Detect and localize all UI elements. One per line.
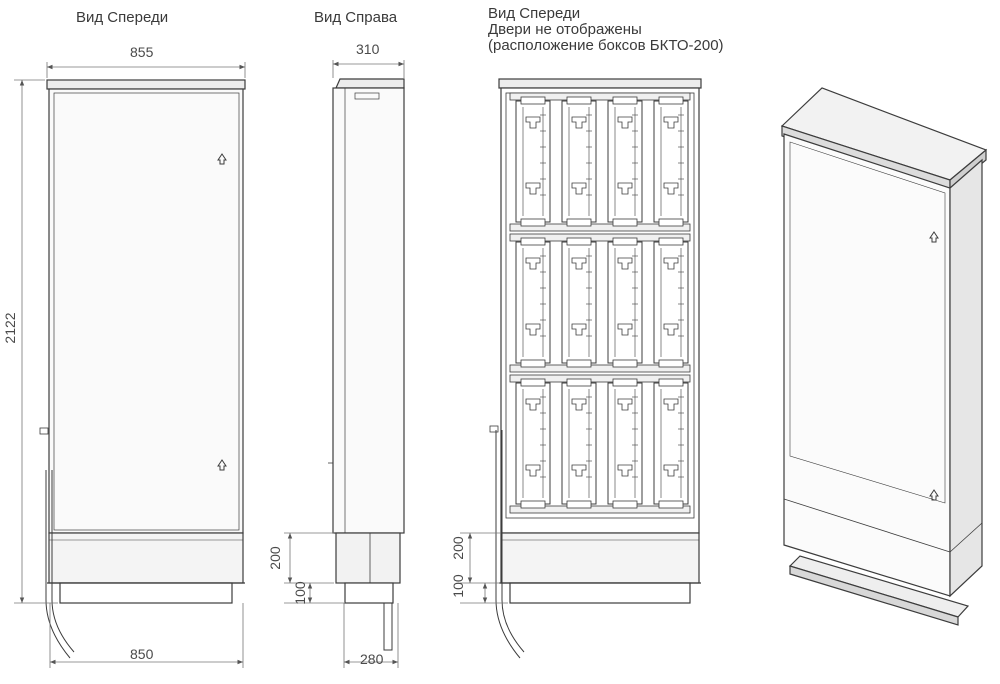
- contact-module-lower: [663, 182, 679, 195]
- box-clip-bottom: [566, 218, 592, 227]
- contact-module-lower: [525, 182, 541, 195]
- mounting-rail: [509, 223, 691, 232]
- contact-module-upper: [663, 116, 679, 129]
- front-base: [59, 582, 233, 604]
- box-clip-bottom: [520, 500, 546, 509]
- side-base: [344, 582, 394, 604]
- box-clip-bottom: [612, 359, 638, 368]
- front-dimensions: [14, 62, 246, 668]
- lock-icon: [217, 153, 227, 165]
- side-body: [332, 87, 405, 534]
- side-plinth: [335, 532, 401, 584]
- front-view: [39, 79, 246, 659]
- box-clip-top: [658, 96, 684, 105]
- mounting-rail: [509, 364, 691, 373]
- contact-module-upper: [617, 257, 633, 270]
- side-roof: [335, 78, 405, 89]
- contact-module-lower: [525, 323, 541, 336]
- side-depth-top-label: 310: [356, 41, 380, 57]
- contact-module-lower: [571, 464, 587, 477]
- contact-module-lower: [571, 182, 587, 195]
- contact-module-lower: [617, 182, 633, 195]
- box-clip-top: [612, 96, 638, 105]
- box-clip-bottom: [612, 218, 638, 227]
- contact-module-upper: [571, 116, 587, 129]
- contact-module-upper: [617, 116, 633, 129]
- side-plinth-100-label: 100: [292, 581, 308, 605]
- contact-module-lower: [617, 323, 633, 336]
- front-plinth: [48, 532, 244, 584]
- box-clip-bottom: [520, 218, 546, 227]
- front-door: [48, 88, 244, 534]
- mounting-rail: [509, 374, 691, 383]
- contact-module-upper: [663, 398, 679, 411]
- iso-front-face: [783, 133, 951, 597]
- front-roof: [46, 79, 246, 90]
- cable: [495, 430, 521, 659]
- inside-view-title-line2: Двери не отображены: [488, 21, 642, 38]
- lock-icon-upper: [929, 231, 939, 243]
- mounting-rail: [509, 233, 691, 242]
- contact-module-lower: [571, 323, 587, 336]
- cable: [45, 470, 71, 659]
- box-clip-bottom: [658, 218, 684, 227]
- isometric-view: [780, 87, 988, 626]
- inside-view: [489, 78, 702, 659]
- lock-icon: [217, 459, 227, 471]
- box-clip-bottom: [566, 500, 592, 509]
- front-height-label: 2122: [2, 312, 18, 344]
- front-width-top-label: 855: [130, 44, 154, 60]
- inside-plinth-200-label: 200: [450, 536, 466, 560]
- side-view-title: Вид Справа: [314, 9, 398, 26]
- contact-module-upper: [525, 398, 541, 411]
- inside-view-title-line3: (расположение боксов БКТО-200): [488, 37, 724, 54]
- box-clip-top: [658, 237, 684, 246]
- box-clip-top: [566, 237, 592, 246]
- box-clip-top: [612, 378, 638, 387]
- mounting-rail: [509, 505, 691, 514]
- side-dimensions: [284, 60, 405, 668]
- box-clip-bottom: [658, 500, 684, 509]
- box-clip-top: [520, 378, 546, 387]
- side-plinth-200-label: 200: [267, 546, 283, 570]
- inside-plinth-100-label: 100: [450, 574, 466, 598]
- front-view-title: Вид Спереди: [76, 9, 169, 26]
- front-door-inner: [53, 92, 240, 531]
- box-clip-top: [520, 237, 546, 246]
- iso-side-face: [949, 158, 983, 598]
- lock-icon-lower: [929, 489, 939, 501]
- bkto-box-grid: [509, 92, 691, 514]
- box-clip-bottom: [566, 359, 592, 368]
- contact-module-upper: [617, 398, 633, 411]
- inside-plinth: [500, 532, 700, 584]
- contact-module-upper: [571, 398, 587, 411]
- contact-module-upper: [525, 116, 541, 129]
- side-view: [328, 78, 405, 651]
- contact-module-upper: [663, 257, 679, 270]
- contact-module-upper: [571, 257, 587, 270]
- contact-module-upper: [525, 257, 541, 270]
- inside-roof: [498, 78, 702, 89]
- contact-module-lower: [663, 464, 679, 477]
- inside-view-title-line1: Вид Спереди: [488, 5, 581, 22]
- box-clip-top: [520, 96, 546, 105]
- mounting-rail: [509, 92, 691, 101]
- box-clip-bottom: [658, 359, 684, 368]
- inside-base: [509, 582, 691, 604]
- contact-module-lower: [663, 323, 679, 336]
- box-clip-bottom: [612, 500, 638, 509]
- cable: [383, 603, 393, 651]
- box-clip-top: [612, 237, 638, 246]
- box-clip-top: [566, 96, 592, 105]
- side-depth-bottom-label: 280: [360, 651, 384, 667]
- front-width-bottom-label: 850: [130, 646, 154, 662]
- box-clip-top: [658, 378, 684, 387]
- box-clip-bottom: [520, 359, 546, 368]
- contact-module-lower: [617, 464, 633, 477]
- box-clip-top: [566, 378, 592, 387]
- contact-module-lower: [525, 464, 541, 477]
- inside-dimensions: [460, 532, 508, 604]
